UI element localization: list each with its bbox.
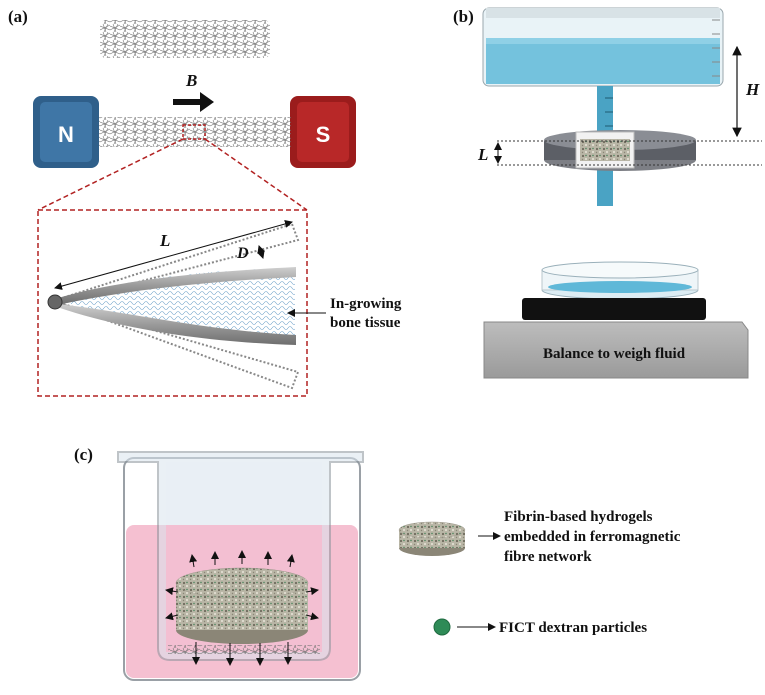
balance-pan [522, 298, 706, 320]
south-label: S [316, 122, 331, 147]
north-label: N [58, 122, 74, 147]
length-arrow [54, 220, 293, 290]
legend-hydrogel-line3: fibre network [504, 549, 592, 565]
release-arrows [165, 550, 319, 666]
balance-body [483, 321, 749, 379]
hydrogel-scaffold [175, 567, 309, 644]
fibre-network-random [100, 20, 270, 58]
legend-hydrogel-line1: Fibrin-based hydrogels [504, 509, 653, 525]
legend-hydrogel: Fibrin-based hydrogels embedded in ferro… [398, 509, 681, 565]
height-symbol: H [745, 80, 760, 99]
panel-a: (a) B N S [8, 7, 402, 397]
zoom-line-left [37, 138, 184, 211]
north-magnet: N [33, 96, 99, 168]
field-symbol: B [185, 71, 197, 90]
balance-label: Balance to weigh fluid [543, 346, 686, 362]
panel-c: (c) [74, 445, 681, 681]
panel-b: (b) H [453, 7, 762, 379]
south-magnet: S [290, 96, 356, 168]
fibre-lower [58, 304, 296, 345]
zoom-source-box [182, 124, 206, 140]
fibre-deflected-lower [55, 301, 300, 390]
particle-icon [433, 618, 451, 636]
legend-particles: FICT dextran particles [433, 618, 647, 636]
fluid-reservoir [482, 7, 724, 87]
insert-membrane [168, 645, 320, 654]
tissue-label-line2: bone tissue [330, 315, 401, 331]
sample-length-symbol: L [477, 145, 488, 164]
legend-hydrogel-line2: embedded in ferromagnetic [504, 529, 681, 545]
panel-c-label: (c) [74, 445, 93, 464]
fibre-deflected-upper [55, 222, 300, 303]
fibre-joint-node [47, 294, 63, 310]
collection-dish [541, 261, 699, 300]
field-arrow-icon [173, 92, 214, 112]
fibre-network-aligned [99, 117, 291, 147]
panel-a-label: (a) [8, 7, 28, 26]
scaffold-sample [580, 139, 630, 161]
panel-b-label: (b) [453, 7, 474, 26]
zoom-box [37, 209, 308, 397]
zoom-line-right [204, 138, 308, 211]
tissue-label-line1: In-growing [330, 296, 402, 312]
diameter-symbol: D [236, 245, 249, 262]
diameter-arrow [256, 245, 266, 259]
legend-particles-label: FICT dextran particles [499, 620, 647, 636]
length-symbol: L [159, 231, 170, 250]
